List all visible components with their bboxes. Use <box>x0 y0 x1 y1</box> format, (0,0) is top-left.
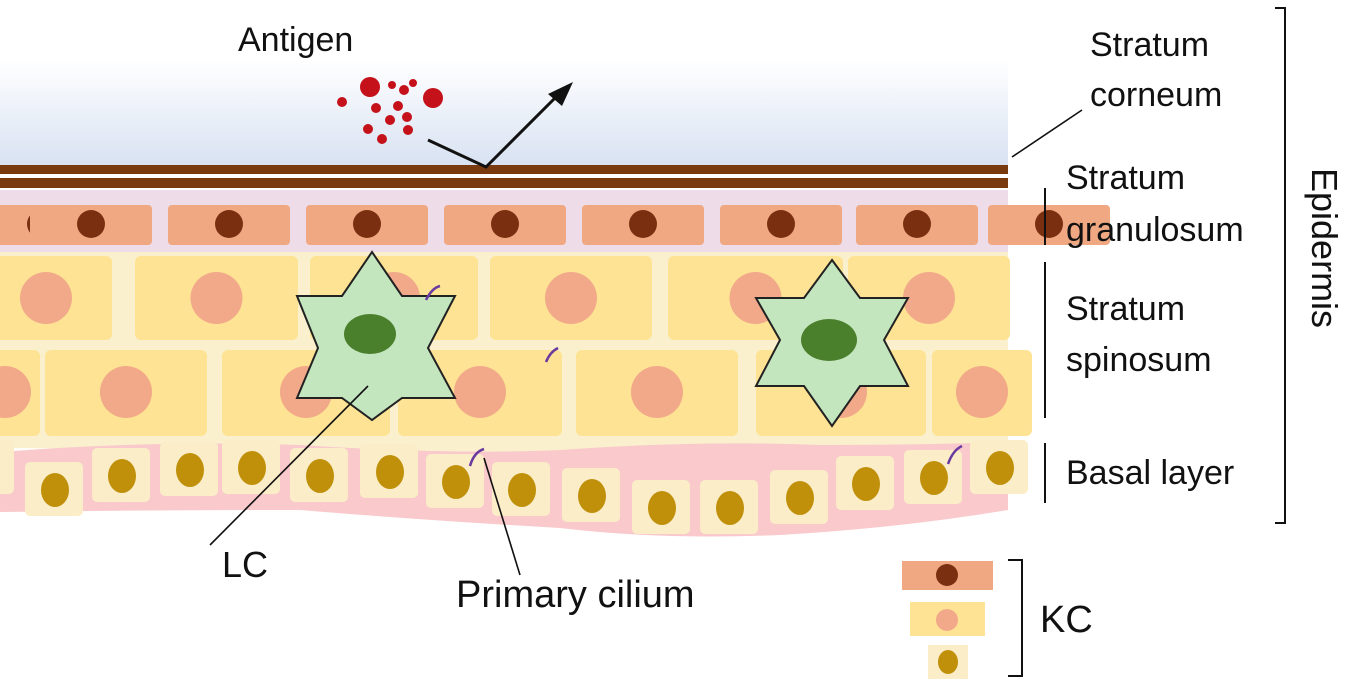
spinous-nucleus <box>454 366 506 418</box>
basal-nucleus <box>376 455 404 489</box>
cilium <box>946 444 963 465</box>
basal-nucleus <box>238 451 266 485</box>
stratum-granulosum-label-line1: Stratum <box>1066 159 1185 197</box>
spinous-nucleus <box>0 366 31 418</box>
basal-nucleus <box>176 453 204 487</box>
stratum-corneum-label-line2: corneum <box>1090 76 1222 114</box>
spinous-nucleus <box>20 272 72 324</box>
epidermis-label: Epidermis <box>1304 168 1345 328</box>
langerhans-cell-1 <box>295 250 457 422</box>
stratum-corneum-lines <box>0 165 1008 188</box>
cilium <box>424 284 441 301</box>
spinous-nucleus <box>903 272 955 324</box>
antigen-label: Antigen <box>238 21 353 59</box>
cilium <box>544 346 559 363</box>
basal-nucleus <box>578 479 606 513</box>
basal-nucleus <box>852 467 880 501</box>
lc-nucleus <box>344 314 396 354</box>
granular-nucleus <box>353 210 381 238</box>
epidermis-bracket <box>1275 7 1286 524</box>
basal-nucleus <box>41 473 69 507</box>
granular-nucleus <box>1035 210 1063 238</box>
spinous-nucleus <box>956 366 1008 418</box>
spinous-nucleus <box>100 366 152 418</box>
stratum-spinosum-label-line1: Stratum <box>1066 290 1185 328</box>
primary-cilia <box>424 284 963 467</box>
lc-leader <box>209 385 369 546</box>
basal-nucleus <box>306 459 334 493</box>
leader-lines <box>209 109 1083 576</box>
basal-nucleus <box>442 465 470 499</box>
lc-nucleus <box>801 319 857 361</box>
corneum-line-lower <box>0 178 1008 188</box>
stratum-corneum-label-line1: Stratum <box>1090 26 1209 64</box>
granular-nucleus <box>77 210 105 238</box>
cilium <box>468 447 485 467</box>
granular-nucleus <box>215 210 243 238</box>
corneum-leader <box>1011 109 1083 158</box>
kc-bracket <box>1008 559 1023 677</box>
granular-cells <box>0 205 1110 245</box>
spinous-nucleus <box>631 366 683 418</box>
basal-nucleus <box>716 491 744 525</box>
basal-nucleus <box>108 459 136 493</box>
basal-nucleus <box>648 491 676 525</box>
kc-legend <box>902 559 1023 679</box>
lc-label: LC <box>222 544 268 585</box>
granular-nucleus <box>767 210 795 238</box>
kc-label: KC <box>1040 599 1093 641</box>
basal-nucleus <box>986 451 1014 485</box>
basal-nucleus <box>508 473 536 507</box>
stratum-spinosum-label-line2: spinosum <box>1066 341 1212 379</box>
antigen-reflection-arrow <box>427 82 573 169</box>
basal-cells <box>0 440 1028 534</box>
cilium-leader <box>483 457 521 576</box>
granular-nucleus <box>903 210 931 238</box>
stratum-granulosum-label-line2: granulosum <box>1066 211 1244 249</box>
basal-nucleus <box>920 461 948 495</box>
corneum-line-upper <box>0 165 1008 174</box>
spinous-nucleus <box>545 272 597 324</box>
granular-nucleus <box>629 210 657 238</box>
basal-nucleus <box>786 481 814 515</box>
basal-layer-label: Basal layer <box>1066 454 1234 492</box>
spinous-nucleus <box>190 272 243 324</box>
basal-cell <box>0 440 14 494</box>
langerhans-cell-2 <box>754 258 910 428</box>
primary-cilium-label: Primary cilium <box>456 574 695 616</box>
antigen-particles <box>337 77 443 144</box>
granular-nucleus <box>491 210 519 238</box>
